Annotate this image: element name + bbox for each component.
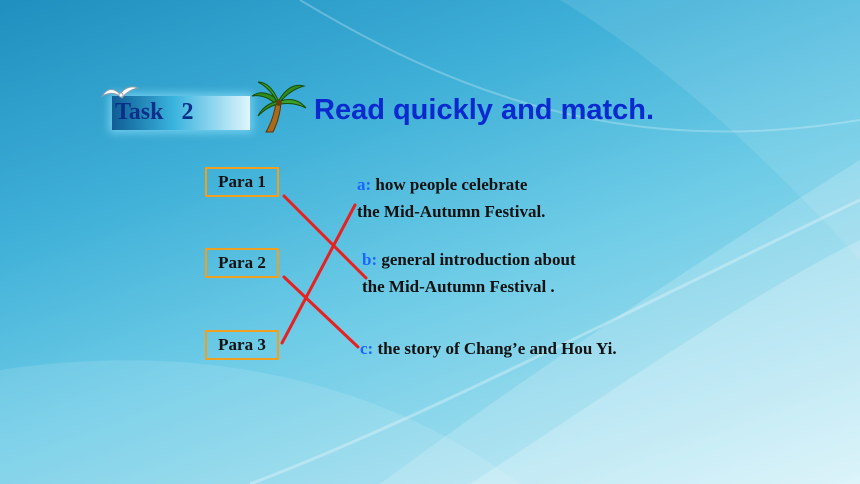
task-label: Task 2 [115, 99, 194, 125]
option-b-letter: b: [362, 250, 378, 269]
option-a-letter: a: [357, 175, 372, 194]
option-b-line1: general introduction about [377, 250, 576, 269]
task-banner [112, 96, 250, 130]
page-title: Read quickly and match. [314, 94, 655, 126]
para-2-box[interactable]: Para 2 [205, 248, 279, 278]
option-c-letter: c: [360, 339, 374, 358]
option-b[interactable]: b: general introduction about the Mid-Au… [362, 246, 576, 300]
para-1-box[interactable]: Para 1 [205, 167, 279, 197]
option-a[interactable]: a: how people celebrate the Mid-Autumn F… [357, 171, 545, 225]
option-c-line1: the story of Chang’e and Hou Yi. [373, 339, 617, 358]
option-a-line1: how people celebrate [371, 175, 528, 194]
option-b-line2: the Mid-Autumn Festival . [362, 277, 555, 296]
para-3-box[interactable]: Para 3 [205, 330, 279, 360]
seagull-icon [100, 86, 140, 99]
option-c[interactable]: c: the story of Chang’e and Hou Yi. [360, 335, 617, 362]
palm-tree-icon [251, 81, 307, 133]
option-a-line2: the Mid-Autumn Festival. [357, 202, 546, 221]
